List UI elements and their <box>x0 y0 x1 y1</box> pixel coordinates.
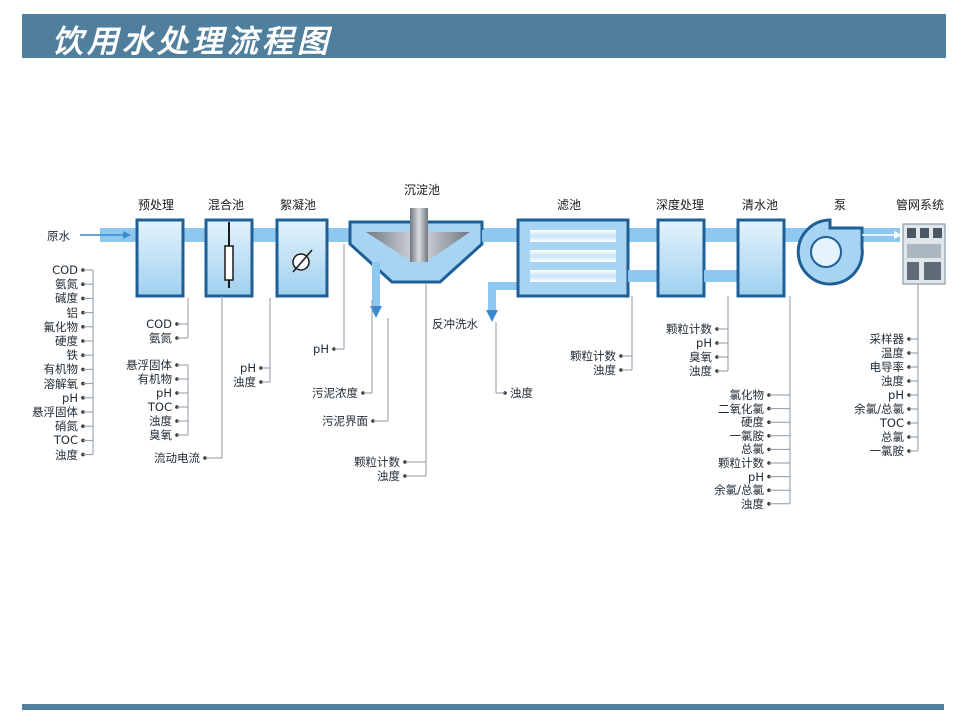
sensor-label-clear: pH <box>748 469 764 484</box>
sensor-label-sed-out: 颗粒计数 <box>354 455 400 469</box>
sensor-label-clear: 二氧化氯 <box>718 401 764 416</box>
sensor-label-raw: 浊度 <box>55 447 78 462</box>
flocculation-tank <box>275 218 329 298</box>
sensor-label-network: 余氯/总氯 <box>854 402 904 416</box>
sensor-label-raw: pH <box>62 390 78 405</box>
sensor-label-backwash: 浊度 <box>510 386 533 400</box>
mixer-paddle <box>224 245 234 281</box>
sensor-label-floc: 浊度 <box>233 375 256 389</box>
pump-impeller <box>810 236 842 268</box>
sensor-label-clear: 浊度 <box>741 496 764 511</box>
deep-to-clear-pipe <box>704 270 738 282</box>
sensor-label-pre: COD <box>146 317 172 331</box>
sed-to-filter-pipe <box>482 230 520 242</box>
pretreatment-tank <box>135 218 185 298</box>
filter-layer-2 <box>530 250 616 262</box>
sensor-label-network: 电导率 <box>869 360 905 374</box>
sensor-label-raw: 硬度 <box>55 334 78 348</box>
sensor-label-sed-ph: pH <box>313 342 329 356</box>
backwash-pipe <box>488 282 520 290</box>
sensor-label-sed-sludge1: 污泥浓度 <box>312 386 358 400</box>
sensor-label-sed-sludge2: 污泥界面 <box>322 414 368 428</box>
title-banner: 饮用水处理流程图 <box>22 14 946 60</box>
pump-outlet-arrowhead <box>894 231 902 239</box>
sensor-label-sed-out: 浊度 <box>377 469 400 483</box>
sensor-label-raw: COD <box>52 263 78 277</box>
network-equipment-icon <box>902 223 946 285</box>
sensor-label-network: 浊度 <box>881 374 904 388</box>
sensor-label-raw: 硝氮 <box>55 419 78 434</box>
sensor-label-filter: 颗粒计数 <box>570 349 616 363</box>
backwash-arrow <box>486 310 498 322</box>
sensor-label-mix: 臭氧 <box>149 428 172 442</box>
sensor-lines <box>81 244 919 506</box>
sensor-label-raw: 悬浮固体 <box>32 405 78 419</box>
sensor-label-floc: pH <box>240 361 256 375</box>
sedimentation-center-column <box>410 208 428 262</box>
sensor-label-pre: 氨氮 <box>149 331 172 345</box>
sensor-label-deep: pH <box>696 336 712 350</box>
stage-label-sedimentation: 沉淀池 <box>404 183 441 197</box>
sensor-label-raw: 溶解氧 <box>43 376 79 391</box>
sensor-label-network: 采样器 <box>869 332 905 346</box>
sensor-label-raw: TOC <box>53 433 78 448</box>
footer-bar <box>22 704 944 710</box>
page-title: 饮用水处理流程图 <box>52 24 332 60</box>
filter-layer-3 <box>530 270 616 282</box>
sensor-label-network: 总氯 <box>881 430 904 444</box>
flocculator-blade <box>292 249 313 273</box>
stage-label-raw: 原水 <box>47 229 70 243</box>
sensor-label-deep: 臭氧 <box>689 350 712 364</box>
sensor-label-mix: 有机物 <box>137 372 173 386</box>
stage-label-clear-water: 清水池 <box>742 198 779 212</box>
sensor-label-mix: 悬浮固体 <box>126 358 172 372</box>
sensor-label-network: 温度 <box>881 346 904 360</box>
sensor-label-raw: 氨氮 <box>55 277 78 292</box>
sludge-outlet-pipe <box>372 262 380 308</box>
stage-label-deep-treatment: 深度处理 <box>656 198 705 212</box>
stage-label-flocculation: 絮凝池 <box>280 198 317 212</box>
stage-label-filter: 滤池 <box>557 198 582 212</box>
sensor-label-network: 一氯胺 <box>869 444 905 458</box>
sensor-label-mix: TOC <box>147 400 172 414</box>
sensor-label-raw: 碱度 <box>55 291 78 306</box>
sensor-label-clear: 余氯/总氯 <box>714 483 764 498</box>
sludge-outlet-arrow <box>370 306 382 318</box>
sensor-label-network: TOC <box>879 416 904 430</box>
sensor-label-raw: 有机物 <box>43 362 79 377</box>
sensor-label-clear: 颗粒计数 <box>718 456 764 470</box>
sensor-label-clear: 一氯胺 <box>729 428 765 443</box>
sensor-label-clear: 硬度 <box>741 415 764 430</box>
sensor-label-mix-bottom: 流动电流 <box>154 451 200 465</box>
sensor-label-mix: 浊度 <box>149 414 172 428</box>
deep-treatment-tank <box>656 218 706 298</box>
sensor-label-raw: 铝 <box>66 305 79 320</box>
stage-label-pump: 泵 <box>834 198 847 212</box>
sensor-label-network: pH <box>888 388 904 402</box>
stage-label-pretreatment: 预处理 <box>138 198 175 212</box>
backwash-pipe-down <box>488 282 496 312</box>
sensor-label-deep: 颗粒计数 <box>666 322 712 336</box>
raw-water-arrowhead <box>123 231 131 239</box>
backwash-label: 反冲洗水 <box>432 317 478 331</box>
sensor-label-deep: 浊度 <box>689 364 712 378</box>
sensor-label-clear: 氯化物 <box>729 388 765 402</box>
clear-water-tank <box>736 218 786 298</box>
sensor-label-mix: pH <box>156 386 172 400</box>
sensor-label-filter: 浊度 <box>593 363 616 377</box>
stage-label-network: 管网系统 <box>896 198 945 212</box>
filter-to-deep-pipe <box>628 270 660 282</box>
sensor-label-raw: 铁 <box>66 348 79 363</box>
stage-label-mixing: 混合池 <box>208 198 245 212</box>
sensor-label-clear: 总氯 <box>741 442 764 457</box>
filter-layer-1 <box>530 230 616 242</box>
sensor-label-raw: 氟化物 <box>43 319 79 334</box>
